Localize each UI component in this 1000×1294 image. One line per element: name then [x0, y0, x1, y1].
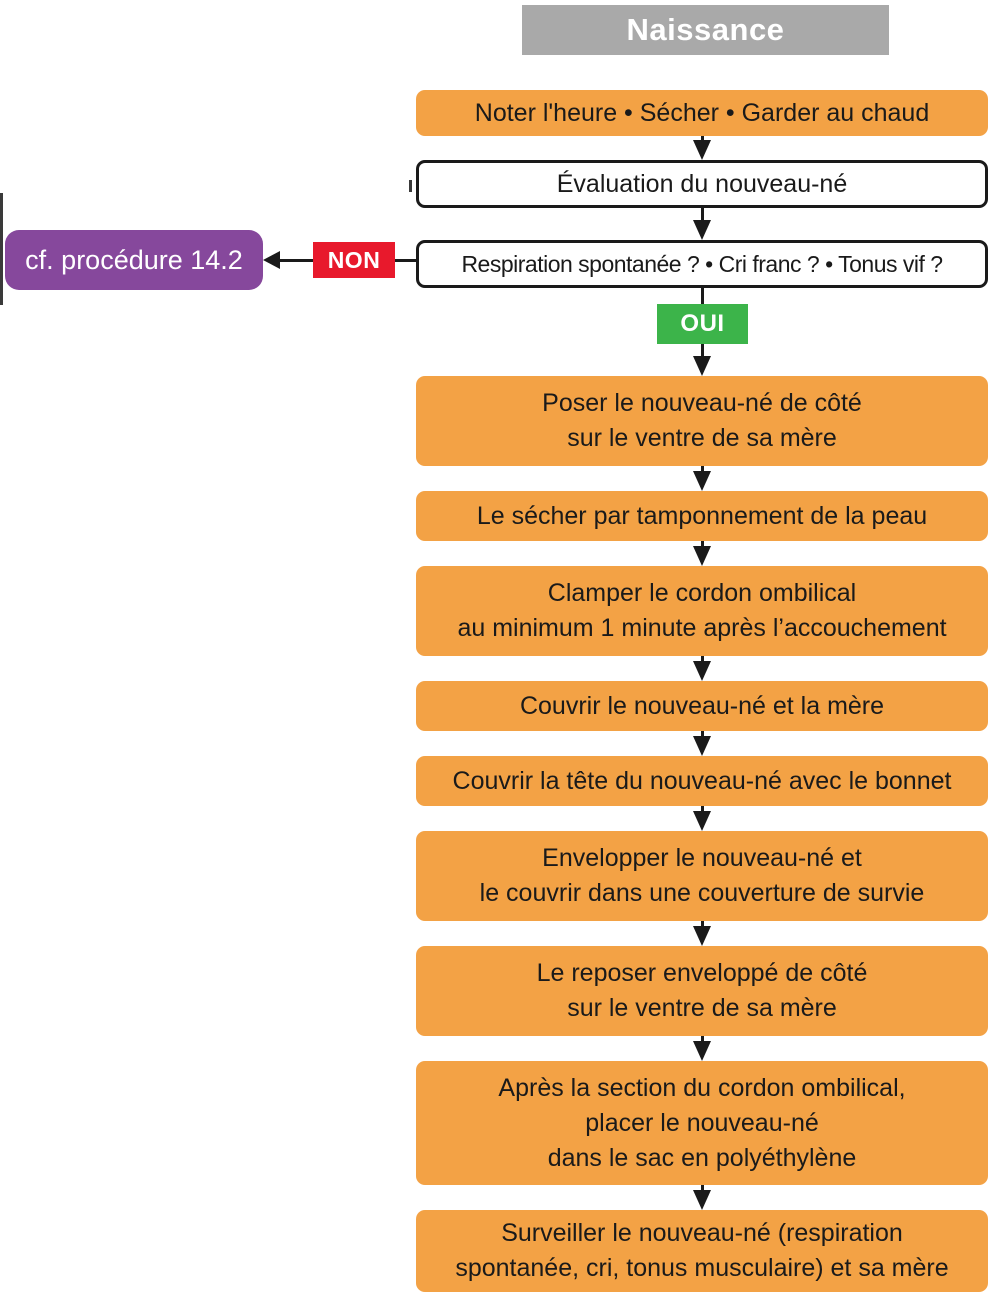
step-line: le couvrir dans une couverture de survie [479, 879, 925, 907]
node-referral-procedure: cf. procédure 14.2 [5, 230, 263, 290]
arrow-head [693, 736, 711, 756]
step-place-newborn-side: Poser le nouveau-né de côté sur le ventr… [416, 376, 988, 466]
step-note-time-dry-warm: Noter l'heure • Sécher • Garder au chaud [416, 90, 988, 136]
connector-stub [409, 180, 412, 192]
step-line: Après la section du cordon ombilical, [498, 1073, 906, 1102]
arrow-down-icon [693, 1185, 711, 1210]
arrow-left-icon [263, 251, 313, 269]
node-decision-breathing-cry-tone: Respiration spontanée ? • Cri franc ? • … [416, 240, 988, 288]
left-edge-line [0, 193, 3, 305]
step-line: Envelopper le nouveau-né et [542, 844, 862, 872]
arrow-head [693, 811, 711, 831]
start-node-label: Naissance [626, 12, 785, 47]
arrow-head [693, 546, 711, 566]
arrow-down-icon [693, 806, 711, 831]
arrow-down-icon [693, 208, 711, 240]
arrow-down-icon [693, 1036, 711, 1061]
step-line: placer le nouveau-né [585, 1108, 819, 1137]
arrow-down-icon [693, 136, 711, 160]
step-line: au minimum 1 minute après l’accouchement [457, 614, 947, 642]
node-decision-label: Respiration spontanée ? • Cri franc ? • … [461, 250, 943, 277]
step-polyethylene-bag: Après la section du cordon ombilical, pl… [416, 1061, 988, 1185]
step-line: sur le ventre de sa mère [567, 424, 837, 452]
arrow-head [693, 1190, 711, 1210]
arrow-head [693, 1041, 711, 1061]
branch-yes-label: OUI [680, 310, 725, 337]
arrow-down-icon [693, 921, 711, 946]
step-monitor-newborn-mother: Surveiller le nouveau-né (respiration sp… [416, 1210, 988, 1292]
step-wrap-survival-blanket: Envelopper le nouveau-né et le couvrir d… [416, 831, 988, 921]
arrow-head [693, 140, 711, 160]
step-line: Le reposer enveloppé de côté [536, 959, 868, 987]
arrow-line [277, 258, 313, 262]
step-clamp-cord: Clamper le cordon ombilical au minimum 1… [416, 566, 988, 656]
step-dry-skin: Le sécher par tamponnement de la peau [416, 491, 988, 541]
step-line: Couvrir la tête du nouveau-né avec le bo… [452, 766, 952, 795]
arrow-down-icon [693, 731, 711, 756]
branch-yes-badge: OUI [657, 304, 748, 344]
step-label: Noter l'heure • Sécher • Garder au chaud [474, 98, 930, 127]
step-cover-head-bonnet: Couvrir la tête du nouveau-né avec le bo… [416, 756, 988, 806]
arrow-head [693, 471, 711, 491]
arrow-line [700, 208, 704, 226]
branch-no-badge: NON [313, 242, 395, 278]
step-line: dans le sac en polyéthylène [547, 1143, 857, 1172]
step-line: Le sécher par tamponnement de la peau [476, 501, 928, 530]
step-line: Poser le nouveau-né de côté [542, 389, 862, 417]
step-line: Surveiller le nouveau-né (respiration [501, 1219, 903, 1247]
node-evaluation: Évaluation du nouveau-né [416, 160, 988, 208]
arrow-head [693, 220, 711, 240]
node-referral-label: cf. procédure 14.2 [25, 244, 243, 275]
branch-no-label: NON [327, 246, 381, 273]
step-line: Clamper le cordon ombilical [547, 579, 857, 607]
arrow-head [693, 661, 711, 681]
arrow-head [693, 926, 711, 946]
step-line: Couvrir le nouveau-né et la mère [519, 691, 885, 720]
node-evaluation-label: Évaluation du nouveau-né [556, 169, 848, 198]
arrow-head [263, 251, 280, 269]
arrow-head [693, 356, 711, 376]
arrow-down-icon [693, 656, 711, 681]
step-line: spontanée, cri, tonus musculaire) et sa … [455, 1254, 949, 1282]
step-line: sur le ventre de sa mère [567, 994, 837, 1022]
start-node-naissance: Naissance [522, 5, 889, 55]
branch-line [395, 259, 416, 262]
step-replace-wrapped: Le reposer enveloppé de côté sur le vent… [416, 946, 988, 1036]
arrow-down-icon [693, 466, 711, 491]
step-cover-newborn-mother: Couvrir le nouveau-né et la mère [416, 681, 988, 731]
arrow-down-icon [693, 541, 711, 566]
